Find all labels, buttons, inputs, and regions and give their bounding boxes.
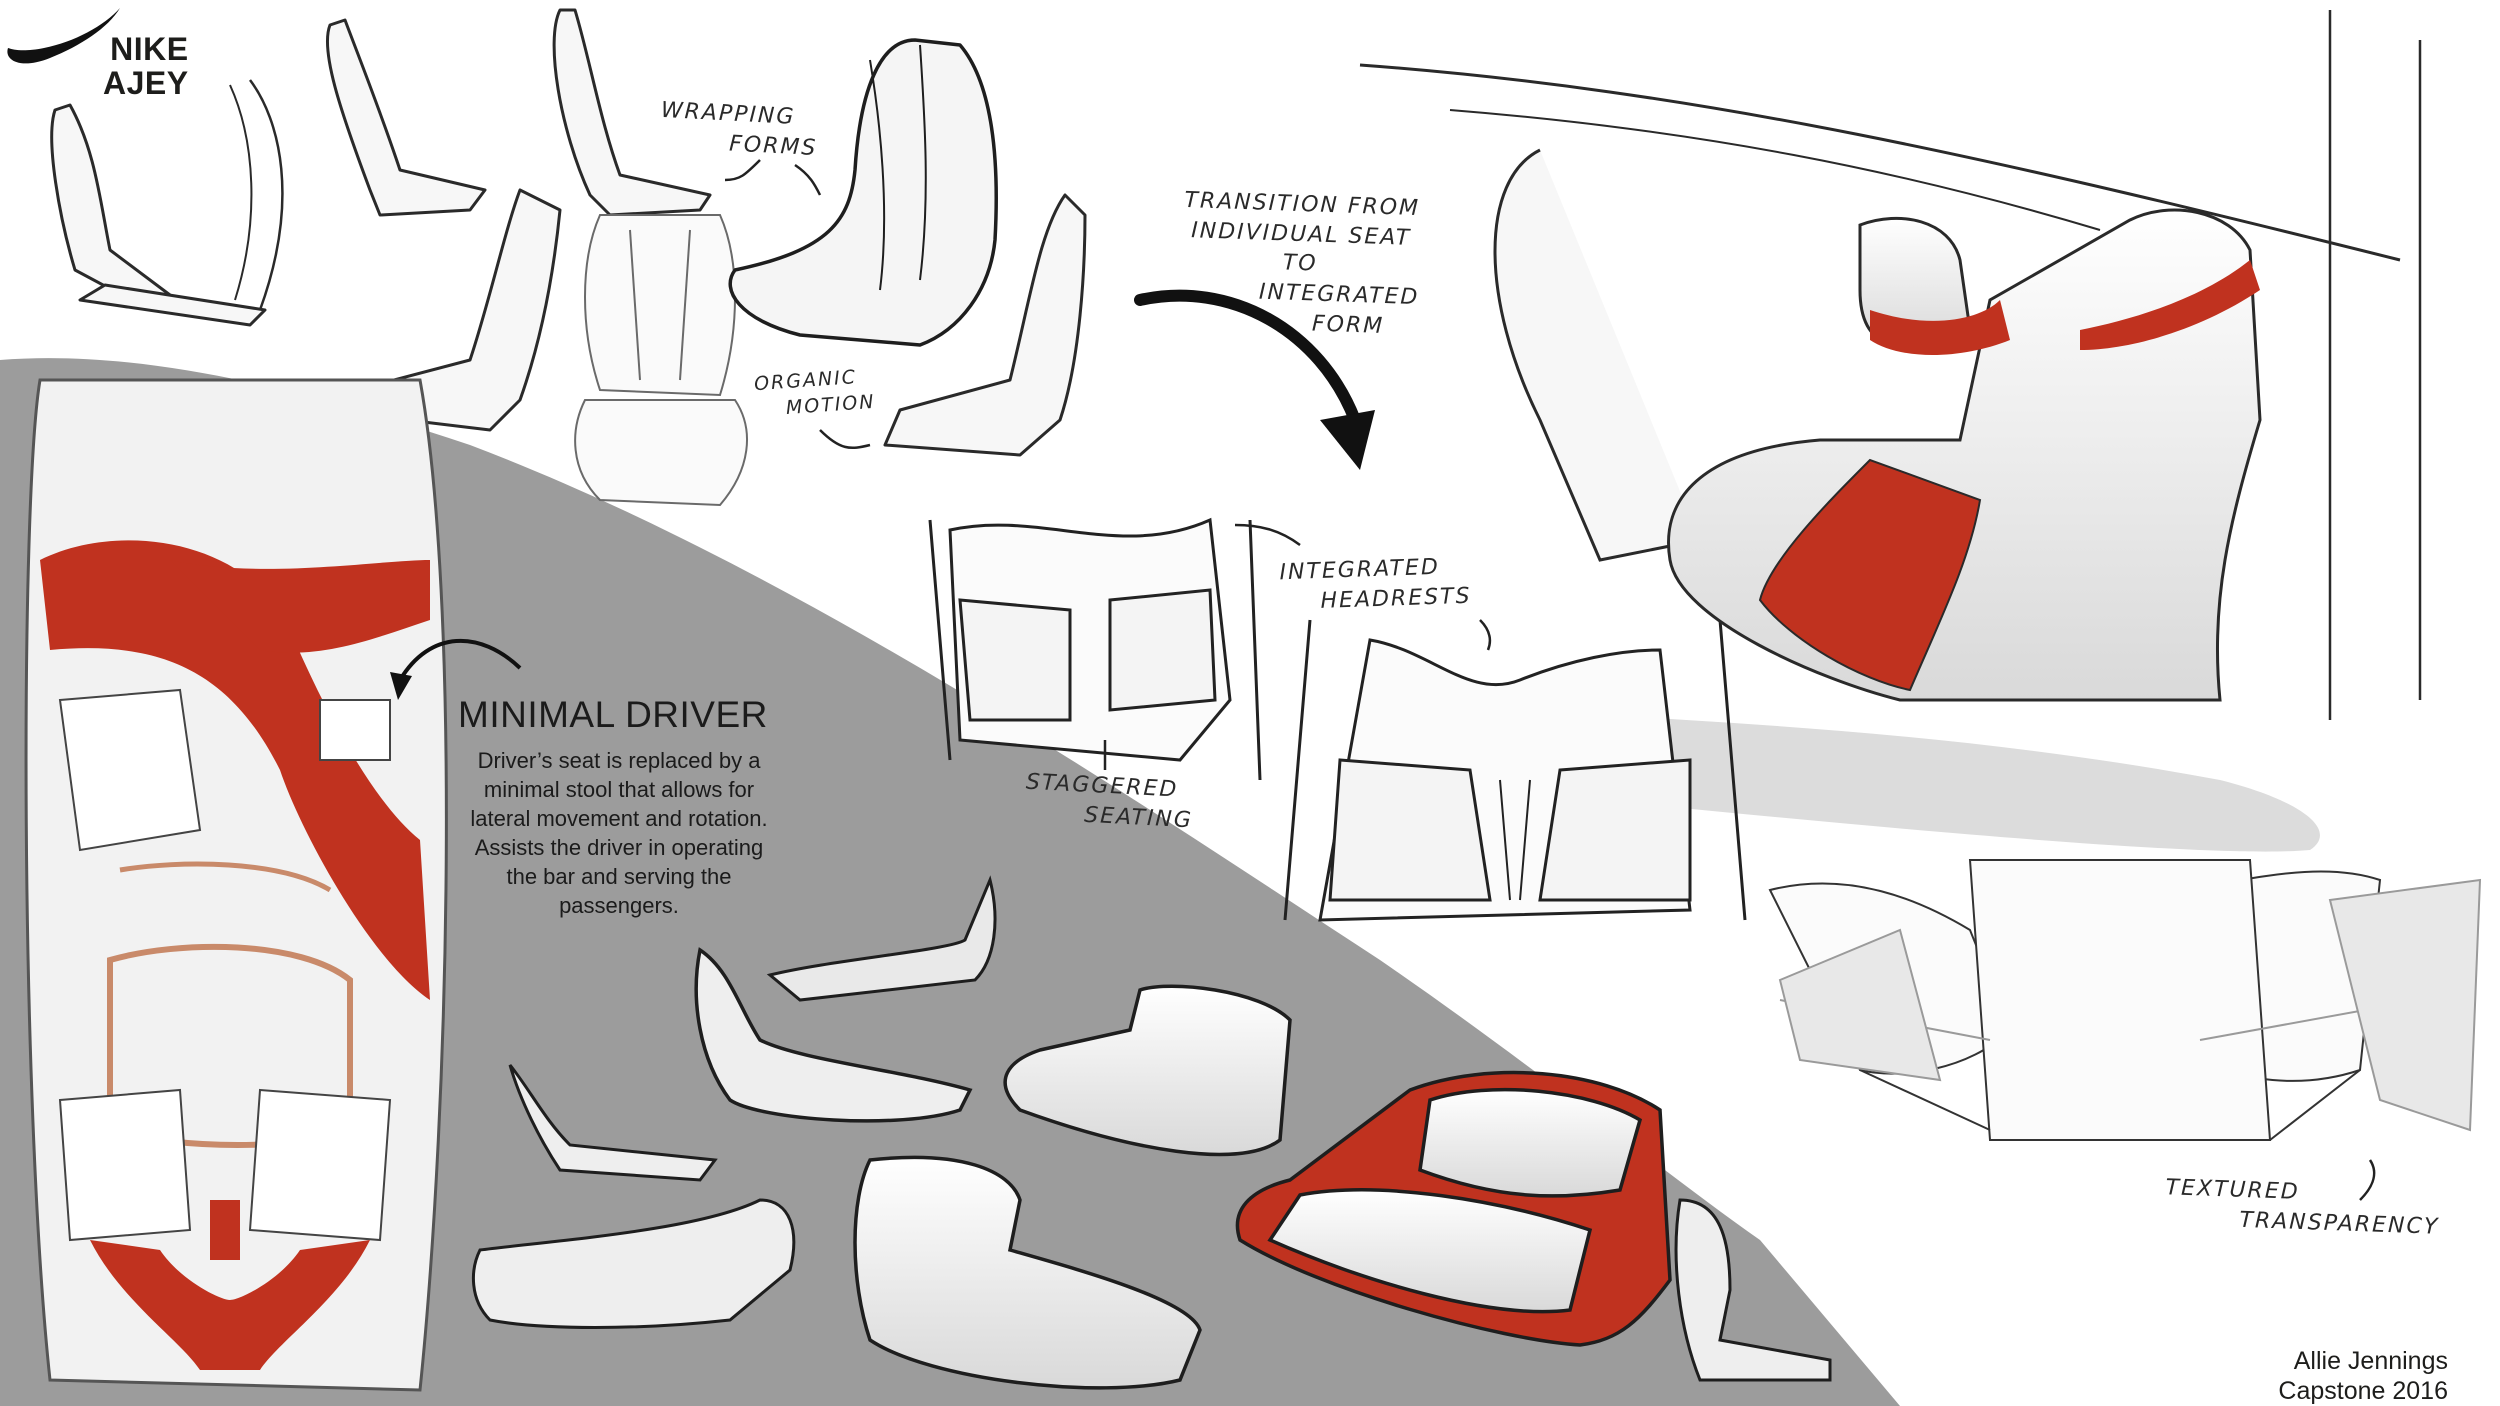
seat-sketch-gray-4 bbox=[508, 1064, 718, 1182]
seat-sketch-side-1 bbox=[50, 79, 284, 327]
rear-interior-sketch bbox=[1359, 10, 2422, 720]
seat-sketch-gray-1 bbox=[766, 875, 997, 1002]
nike-swoosh-icon bbox=[7, 8, 121, 64]
seat-sketch-red-shell bbox=[1235, 1070, 1672, 1347]
annotation-wrapping-forms: WRAPPING FORMS bbox=[659, 96, 820, 164]
seat-sketch-front-1 bbox=[574, 214, 748, 507]
credits-block: Allie Jennings Capstone 2016 bbox=[2248, 1346, 2448, 1406]
minimal-driver-arrow-icon bbox=[398, 638, 522, 682]
seat-sketch-side-3 bbox=[552, 8, 712, 217]
annotation-organic-motion: ORGANIC MOTION bbox=[753, 364, 876, 424]
annotation-transition: TRANSITION FROM INDIVIDUAL SEAT TO INTEG… bbox=[1177, 186, 1422, 343]
seat-sketch-wrapping-form bbox=[728, 38, 998, 347]
minimal-driver-title: MINIMAL DRIVER bbox=[458, 694, 768, 735]
transition-arrow-icon bbox=[1134, 289, 1361, 426]
seat-sketch-gray-3 bbox=[1003, 984, 1292, 1157]
seat-sketch-gray-7 bbox=[1674, 1198, 1832, 1382]
integrated-headrests-sketch bbox=[1283, 619, 1747, 922]
cabin-plan-top-view bbox=[24, 378, 448, 1392]
transition-arrowhead-icon bbox=[1320, 410, 1375, 470]
seat-sketch-gray-6 bbox=[471, 1198, 796, 1329]
textured-transparency-sketch bbox=[1768, 859, 2482, 1141]
project-label: Capstone 2016 bbox=[2278, 1377, 2448, 1405]
brand-name-line2: AJEY bbox=[103, 65, 189, 101]
annotation-arrows bbox=[724, 159, 2376, 1201]
brand-wordmark: NIKE AJEY bbox=[103, 32, 189, 100]
brand-name-line1: NIKE bbox=[110, 31, 189, 67]
staggered-seating-sketch bbox=[928, 517, 1262, 781]
seat-sketch-gray-5 bbox=[853, 1155, 1202, 1390]
minimal-driver-description: Driver’s seat is replaced by a minimal s… bbox=[470, 748, 768, 918]
seat-sketch-side-5 bbox=[883, 193, 1087, 457]
seat-sketch-side-2 bbox=[325, 18, 487, 217]
minimal-driver-arrowhead-icon bbox=[390, 672, 412, 700]
seat-sketch-gray-2 bbox=[694, 947, 973, 1123]
annotation-staggered-seating: STAGGERED SEATING bbox=[1024, 768, 1196, 836]
author-name: Allie Jennings bbox=[2293, 1347, 2448, 1375]
annotation-textured-transparency: TEXTURED TRANSPARENCY bbox=[2164, 1173, 2441, 1242]
annotation-integrated-headrests: INTEGRATED HEADRESTS bbox=[1279, 552, 1472, 618]
